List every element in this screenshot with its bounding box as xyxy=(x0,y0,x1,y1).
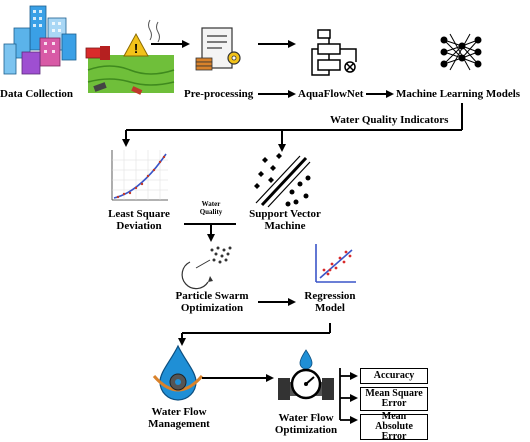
pollution-pipe-icon: ! xyxy=(85,19,175,95)
svg-text:!: ! xyxy=(134,41,138,56)
water-drop-gear-icon xyxy=(152,344,204,401)
stage-label-preprocessing: Pre-processing xyxy=(184,88,254,100)
neural-network-icon xyxy=(440,33,482,71)
wfm-label-line1: Water Flow xyxy=(151,406,207,418)
wfm-label: Water Flow Management xyxy=(134,406,224,430)
water-quality-line2: Quality xyxy=(199,208,223,216)
wfo-label-line1: Water Flow xyxy=(278,412,334,424)
lsd-label-line2: Deviation xyxy=(116,220,162,232)
city-buildings-icon xyxy=(3,5,77,75)
pipe-gauge-icon xyxy=(278,349,334,400)
wfm-label-line2: Management xyxy=(148,418,210,430)
pso-label-line2: Optimization xyxy=(180,302,244,314)
svm-icon xyxy=(254,153,311,208)
metric-mse-box: Mean Square Error xyxy=(360,387,428,411)
wfo-label: Water Flow Optimization xyxy=(262,412,350,436)
regression-label-line2: Model xyxy=(315,302,345,314)
regression-management-connector xyxy=(178,323,331,346)
flowchart-icon xyxy=(311,29,357,76)
indicator-connectors xyxy=(122,103,463,152)
water-quality-line1: Water xyxy=(201,200,221,208)
pso-label-line1: Particle Swarm xyxy=(175,290,249,302)
indicators-label: Water Quality Indicators xyxy=(330,114,449,126)
document-gear-icon xyxy=(195,27,241,71)
regression-label-line1: Regression xyxy=(304,290,356,302)
metrics-arrows xyxy=(339,368,358,424)
top-arrows xyxy=(151,40,394,98)
pso-label: Particle Swarm Optimization xyxy=(166,290,258,314)
regression-label: Regression Model xyxy=(298,290,362,314)
wfo-label-line2: Optimization xyxy=(274,424,338,436)
regression-plot-icon xyxy=(315,244,356,283)
water-quality-label: Water Quality xyxy=(190,200,232,216)
particle-swarm-icon xyxy=(181,246,232,290)
stage-label-ml-models: Machine Learning Models xyxy=(396,88,521,100)
quality-connector xyxy=(184,223,236,242)
svm-label: Support Vector Machine xyxy=(238,208,332,232)
svm-label-line2: Machine xyxy=(264,220,306,232)
least-square-plot-icon xyxy=(111,150,168,201)
lsd-label-line1: Least Square xyxy=(108,208,170,220)
lsd-label: Least Square Deviation xyxy=(94,208,184,232)
metric-accuracy-box: Accuracy xyxy=(360,368,428,384)
stage-label-data-collection: Data Collection xyxy=(0,88,74,100)
metric-mae-box: Mean Absolute Error xyxy=(360,412,428,442)
svm-label-line1: Support Vector xyxy=(249,208,321,220)
stage-label-aquaflownet: AquaFlowNet xyxy=(298,88,364,100)
